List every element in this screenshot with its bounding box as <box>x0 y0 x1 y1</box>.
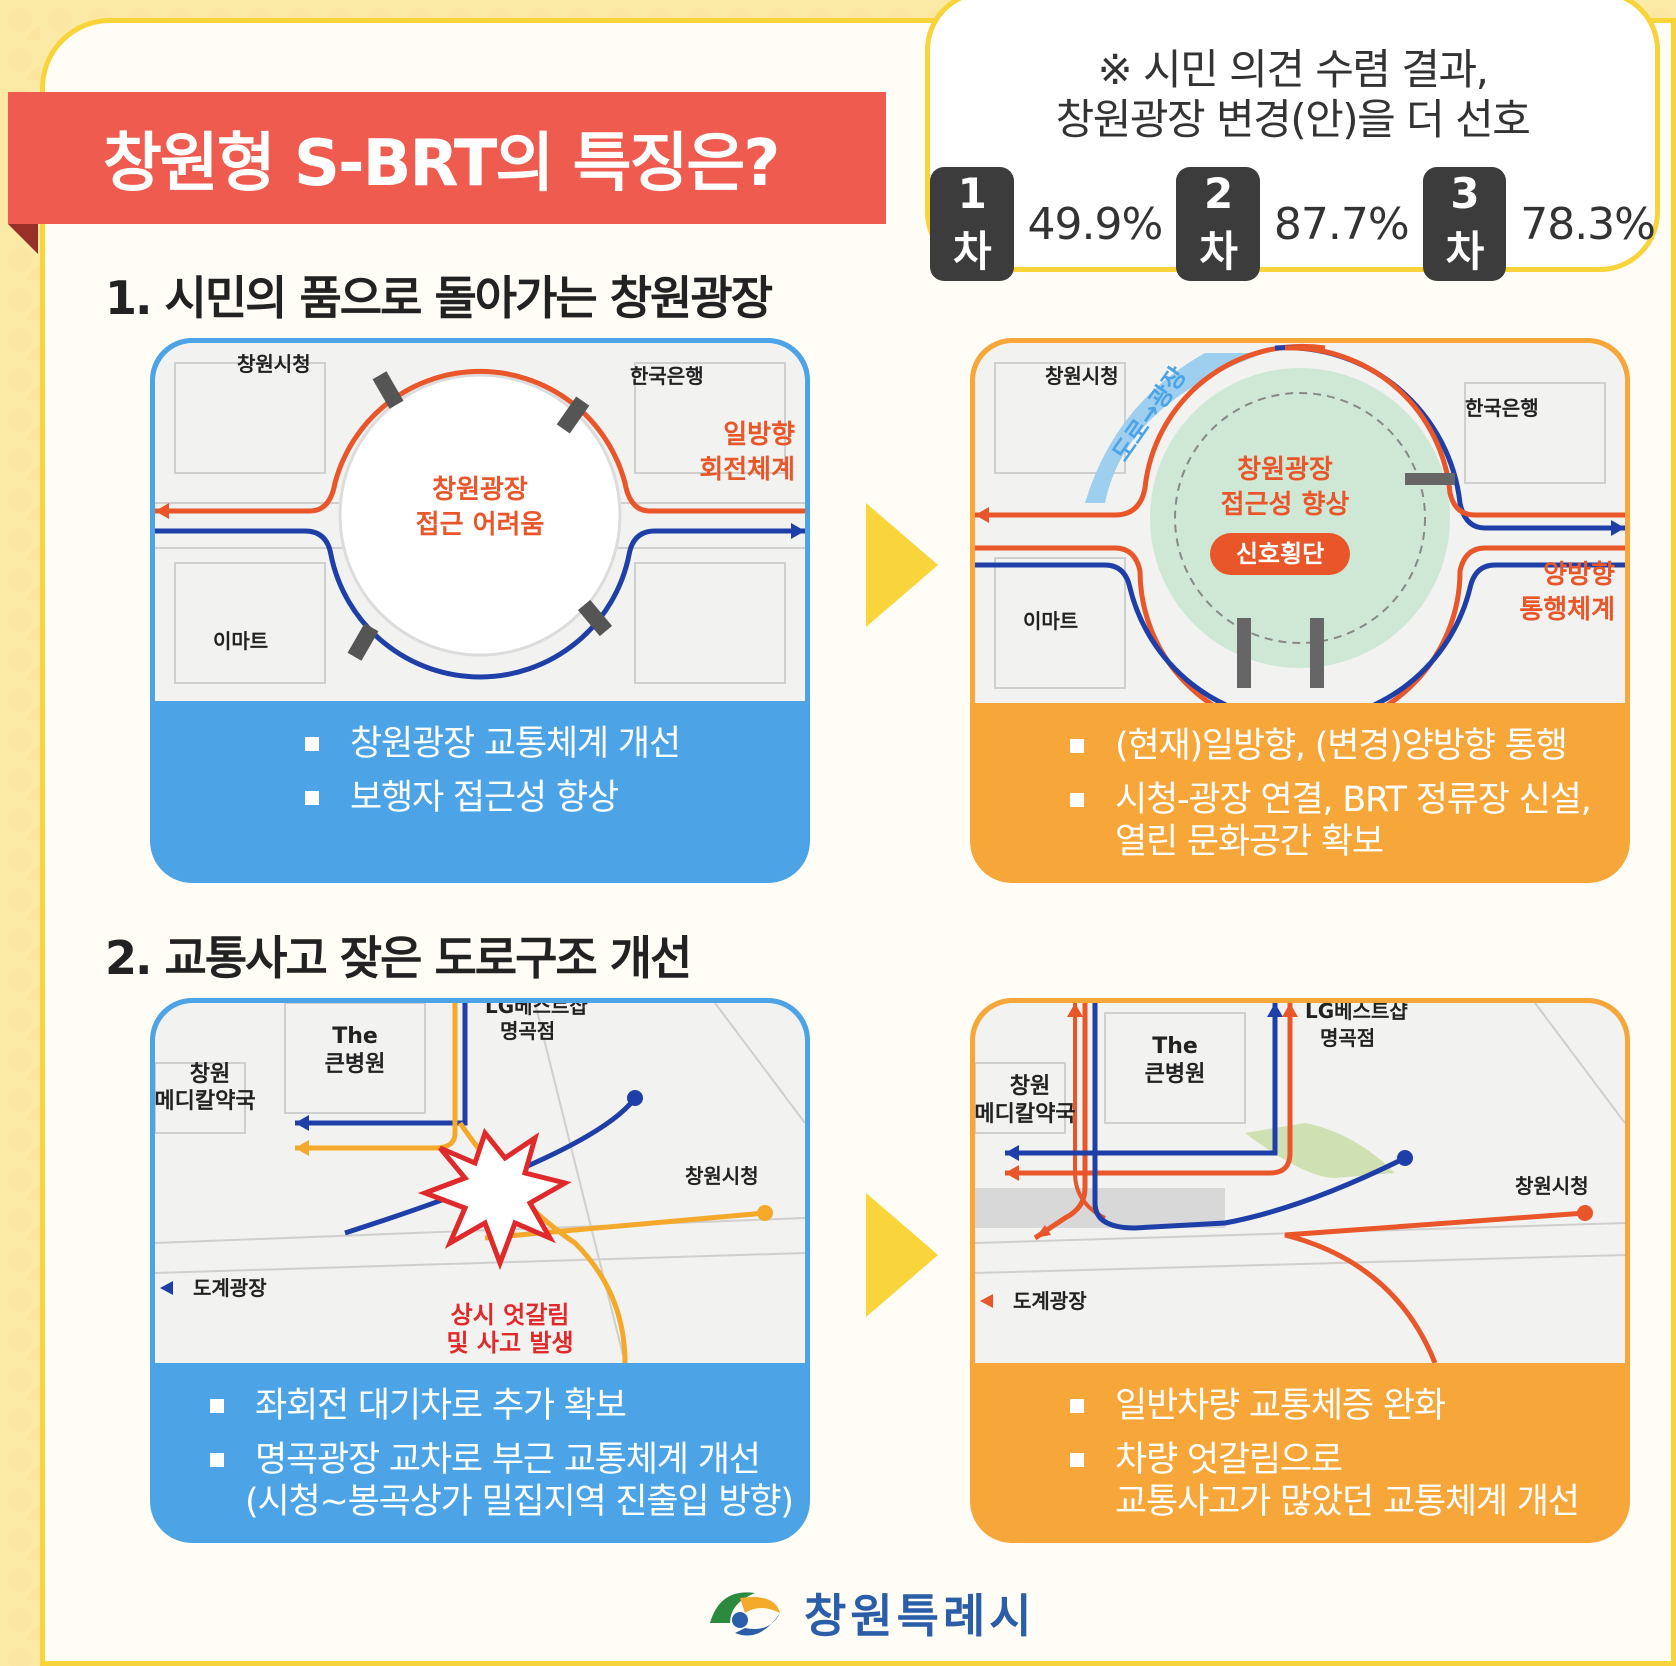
round-value: 78.3% <box>1520 198 1656 250</box>
city-logo: 창원특례시 <box>700 1578 1036 1648</box>
round-badge: 2차 <box>1176 167 1260 281</box>
section2-after-card: LG베스트샵 명곡점 The 큰병원 창원 메디칼약국 창원시청 도계광장 일반… <box>970 998 1630 1543</box>
survey-results: 1차 49.9% 2차 87.7% 3차 78.3% <box>930 167 1656 281</box>
label-cityhall: 창원시청 <box>237 352 311 376</box>
label-pharm1: 창원 <box>1010 1074 1050 1099</box>
bullet-item: 창원광장 교통체계 개선 <box>305 723 805 765</box>
section1-heading: 1. 시민의 품으로 돌아가는 창원광장 <box>105 271 773 325</box>
label-cityhall: 창원시청 <box>1045 364 1119 388</box>
label-side2: 회전체계 <box>699 455 795 485</box>
survey-line1: ※ 시민 의견 수렴 결과, <box>1097 45 1489 94</box>
section2-after-map: LG베스트샵 명곡점 The 큰병원 창원 메디칼약국 창원시청 도계광장 <box>975 1003 1625 1363</box>
label-warn2: 및 사고 발생 <box>446 1329 573 1357</box>
survey-line2: 창원광장 변경(안)을 더 선호 <box>1055 95 1531 144</box>
intersection-after-diagram: LG베스트샵 명곡점 The 큰병원 창원 메디칼약국 창원시청 도계광장 <box>975 1003 1625 1363</box>
label-side1: 일방향 <box>723 420 795 450</box>
label-pharm2: 메디칼약국 <box>975 1102 1076 1127</box>
bullet-continuation: 교통사고가 많았던 교통체계 개선 <box>1115 1482 1580 1522</box>
round-badge: 1차 <box>930 167 1014 281</box>
label-hosp2: 큰병원 <box>1145 1062 1206 1087</box>
label-dogye: 도계광장 <box>1013 1289 1087 1313</box>
roundabout-before-diagram: 창원시청 한국은행 이마트 창원광장 접근 어려움 일방향 회전체계 <box>155 343 805 701</box>
bullet-continuation: 열린 문화공간 확보 <box>1115 822 1384 862</box>
section2-before-map: LG베스트샵 명곡점 The 큰병원 창원 메디칼약국 창원시청 도계광장 상시… <box>155 1003 805 1363</box>
city-name: 창원특례시 <box>804 1589 1036 1643</box>
section2-before-card: LG베스트샵 명곡점 The 큰병원 창원 메디칼약국 창원시청 도계광장 상시… <box>150 998 810 1543</box>
bullet-item: 차량 엇갈림으로 <box>1070 1439 1625 1481</box>
survey-box: ※ 시민 의견 수렴 결과, 창원광장 변경(안)을 더 선호 1차 49.9%… <box>925 0 1660 281</box>
bullet-item: 시청-광장 연결, BRT 정류장 신설, <box>1070 779 1625 821</box>
label-lg2: 명곡점 <box>1320 1026 1375 1050</box>
label-center1: 창원광장 <box>1237 455 1333 485</box>
changwon-logo-icon <box>710 1592 780 1636</box>
section2-heading: 2. 교통사고 잦은 도로구조 개선 <box>105 931 692 985</box>
label-lg2: 명곡점 <box>500 1019 555 1043</box>
section1-before-map: 창원시청 한국은행 이마트 창원광장 접근 어려움 일방향 회전체계 <box>155 343 805 701</box>
section1-after-map: 창원시청 한국은행 이마트 도로→광장 창원광장 접근성 향상 신호횡단 양방향… <box>975 343 1625 703</box>
label-pharm2: 메디칼약국 <box>155 1089 256 1114</box>
banner-fold <box>8 224 38 254</box>
label-center2: 접근성 향상 <box>1221 490 1350 520</box>
section2-after-bullets: 일반차량 교통체증 완화 차량 엇갈림으로 교통사고가 많았던 교통체계 개선 <box>975 1363 1625 1523</box>
label-side2: 통행체계 <box>1519 595 1615 625</box>
label-center2: 접근 어려움 <box>416 510 545 540</box>
page-title: 창원형 S-BRT의 특징은? <box>103 127 780 201</box>
arrow-right-icon <box>866 1193 938 1317</box>
roundabout-after-diagram: 창원시청 한국은행 이마트 도로→광장 창원광장 접근성 향상 신호횡단 양방향… <box>975 343 1625 703</box>
title-banner: 창원형 S-BRT의 특징은? <box>8 92 886 224</box>
label-pharm1: 창원 <box>190 1062 230 1087</box>
intersection-before-diagram: LG베스트샵 명곡점 The 큰병원 창원 메디칼약국 창원시청 도계광장 상시… <box>155 1003 805 1363</box>
label-cityhall: 창원시청 <box>1515 1174 1589 1198</box>
bullet-item: 명곡광장 교차로 부근 교통체계 개선 <box>210 1439 805 1481</box>
bullet-item: (현재)일방향, (변경)양방향 통행 <box>1070 725 1625 767</box>
label-signal: 신호횡단 <box>1236 540 1324 568</box>
section1-after-card: 창원시청 한국은행 이마트 도로→광장 창원광장 접근성 향상 신호횡단 양방향… <box>970 338 1630 883</box>
bullet-item: 보행자 접근성 향상 <box>305 777 805 819</box>
round-value: 49.9% <box>1027 198 1164 250</box>
round-badge: 3차 <box>1422 167 1507 281</box>
label-emart: 이마트 <box>213 629 268 653</box>
label-warn1: 상시 엇갈림 <box>451 1301 570 1329</box>
label-hosp1: The <box>332 1024 378 1049</box>
label-lg1: LG베스트샵 <box>485 1003 588 1018</box>
section1-before-card: 창원시청 한국은행 이마트 창원광장 접근 어려움 일방향 회전체계 창원광장 … <box>150 338 810 883</box>
label-center1: 창원광장 <box>432 475 528 505</box>
bullet-item: 일반차량 교통체증 완화 <box>1070 1385 1625 1427</box>
label-hosp2: 큰병원 <box>325 1052 386 1077</box>
section1-before-bullets: 창원광장 교통체계 개선 보행자 접근성 향상 <box>155 701 805 819</box>
round-value: 87.7% <box>1273 198 1410 250</box>
label-hosp1: The <box>1152 1034 1198 1059</box>
label-bank: 한국은행 <box>630 364 704 388</box>
section2-before-bullets: 좌회전 대기차로 추가 확보 명곡광장 교차로 부근 교통체계 개선 (시청~봉… <box>155 1363 805 1523</box>
bullet-item: 좌회전 대기차로 추가 확보 <box>210 1385 805 1427</box>
label-cityhall: 창원시청 <box>685 1164 759 1188</box>
label-lg1: LG베스트샵 <box>1305 1003 1408 1023</box>
section1-after-bullets: (현재)일방향, (변경)양방향 통행 시청-광장 연결, BRT 정류장 신설… <box>975 703 1625 863</box>
label-emart: 이마트 <box>1023 609 1078 633</box>
label-bank: 한국은행 <box>1465 396 1539 420</box>
label-dogye: 도계광장 <box>193 1276 267 1300</box>
label-side1: 양방향 <box>1543 560 1615 590</box>
bullet-continuation: (시청~봉곡상가 밀집지역 진출입 방향) <box>245 1482 794 1522</box>
arrow-right-icon <box>866 503 938 627</box>
